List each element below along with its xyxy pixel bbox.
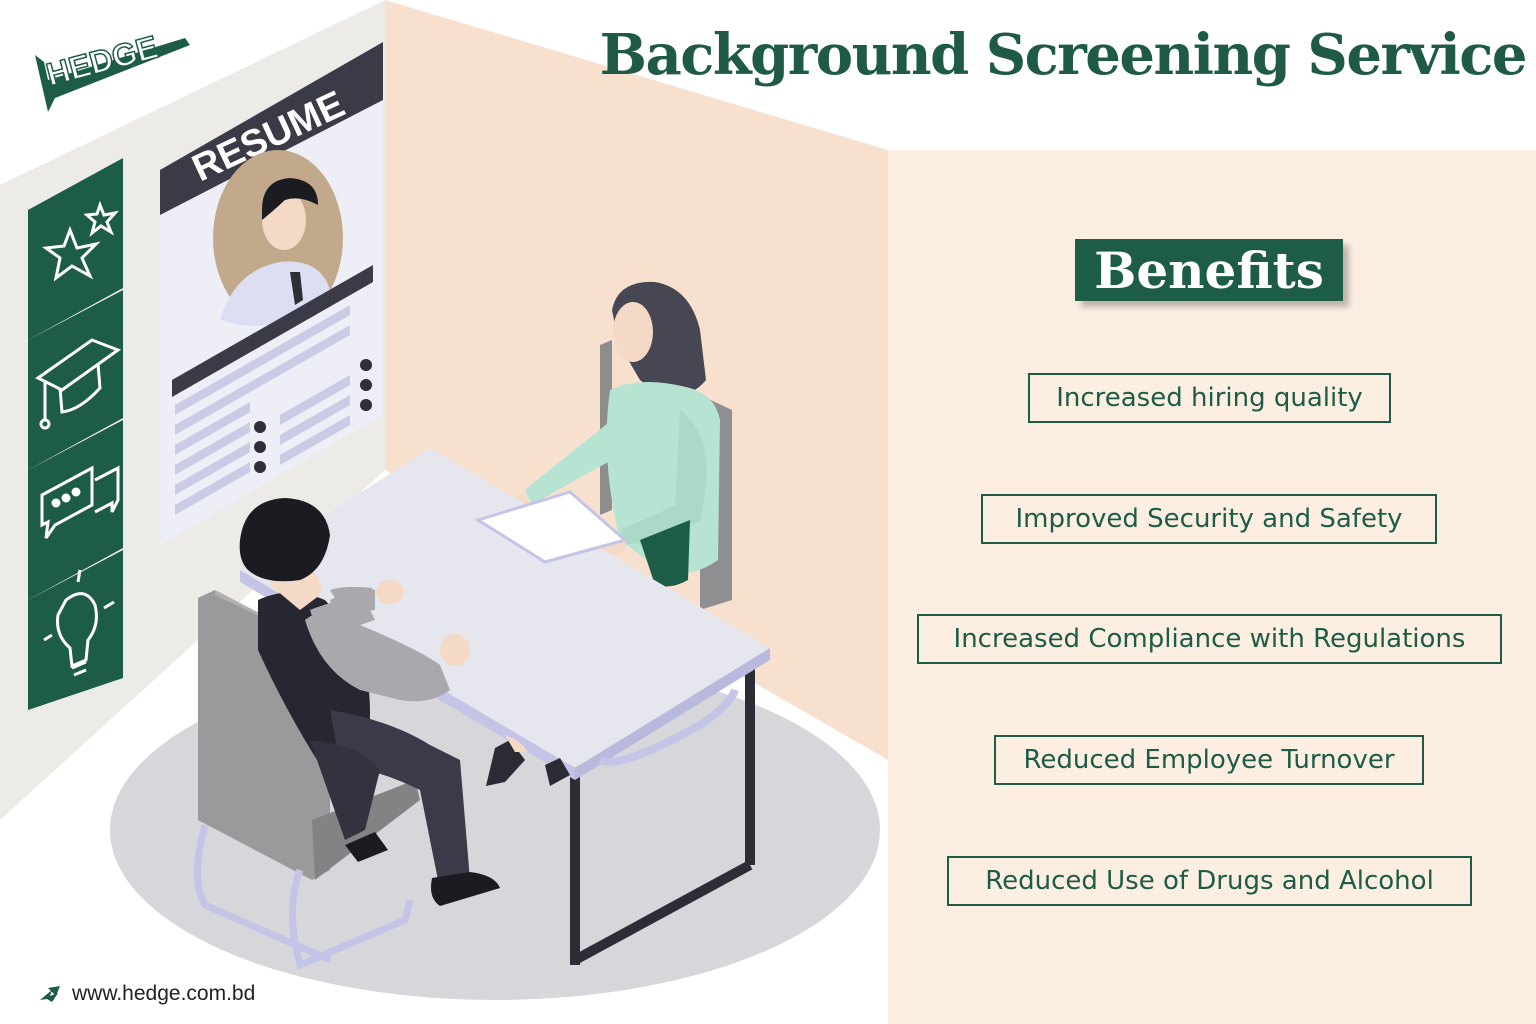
website-link[interactable]: www.hedge.com.bd <box>40 982 255 1006</box>
benefit-item: Reduced Employee Turnover <box>994 735 1424 785</box>
graduation-cap-icon <box>35 338 122 430</box>
arrow-icon <box>40 986 60 1002</box>
benefits-heading: Benefits <box>1075 239 1343 301</box>
benefit-item: Improved Security and Safety <box>981 494 1437 544</box>
woman-legs <box>486 735 570 786</box>
wall-icon-tiles <box>28 158 123 710</box>
benefit-item: Increased Compliance with Regulations <box>917 614 1502 664</box>
document-paper <box>474 490 629 564</box>
back-wall <box>385 0 888 760</box>
chat-bubbles-icon <box>40 465 120 539</box>
star-icon <box>41 200 120 282</box>
benefit-item: Reduced Use of Drugs and Alcohol <box>947 856 1472 906</box>
website-url: www.hedge.com.bd <box>72 982 256 1005</box>
woman-figure <box>513 281 720 587</box>
lightbulb-icon <box>43 569 115 677</box>
logo-text: HEDGE <box>42 29 161 93</box>
hedge-logo: HEDGE <box>35 28 190 112</box>
benefit-item: Increased hiring quality <box>1028 373 1391 423</box>
resume-poster: RESUME <box>160 42 383 545</box>
man-figure <box>239 498 500 906</box>
page-title: Background Screening Service <box>599 22 1528 88</box>
